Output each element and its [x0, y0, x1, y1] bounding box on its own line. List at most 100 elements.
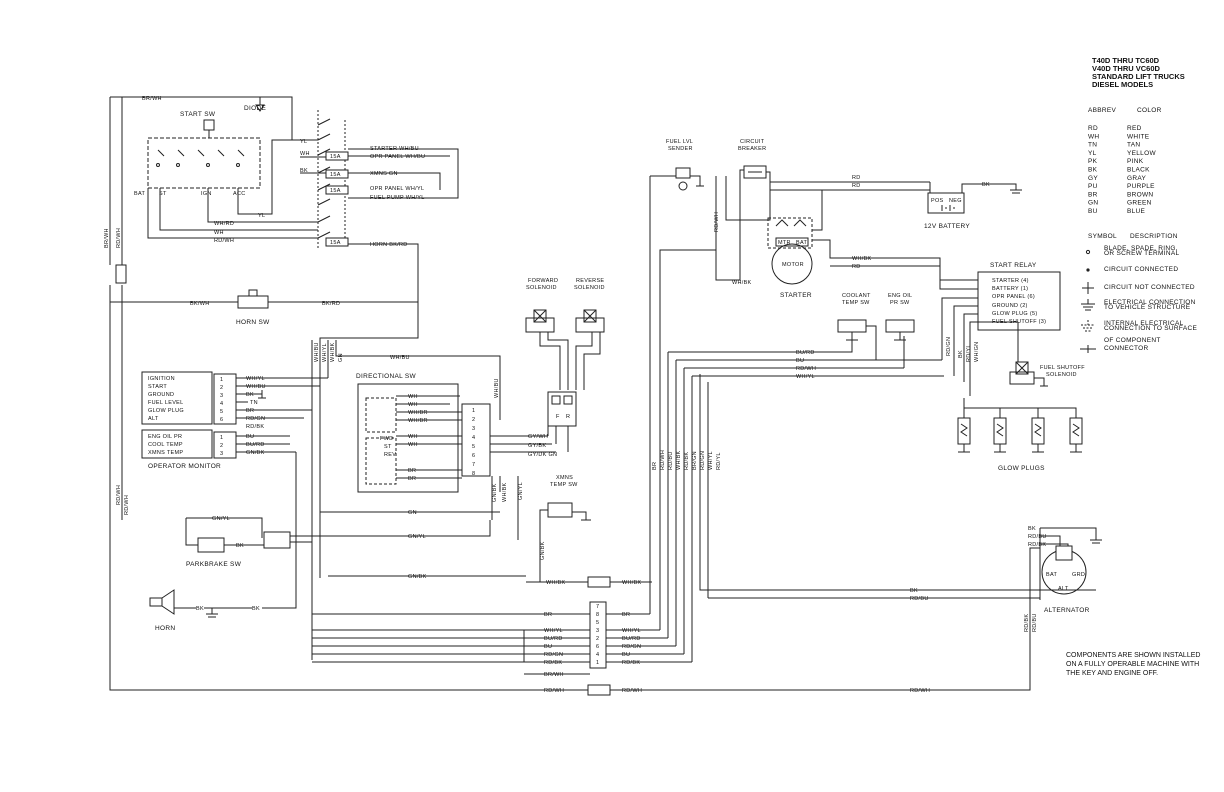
- wire-starter-opr-loop: [348, 148, 459, 199]
- symbol-description-line-1: ELECTRICAL CONNECTION: [1104, 299, 1196, 306]
- abbrev-color-name: PURPLE: [1127, 183, 1155, 190]
- eng-oil-pr-sw-body: [885, 319, 915, 333]
- wire-xmns-gn: [348, 172, 441, 190]
- parkbrake-switch-body: [197, 537, 225, 553]
- alternator-connector: [1055, 545, 1073, 561]
- opr-wire-bk: BK: [246, 392, 254, 398]
- mc-pin-8: 1: [596, 660, 599, 666]
- directional-rev: REV: [384, 452, 396, 458]
- breaker-battery-wires: [725, 171, 930, 221]
- glow-plug-bus: [963, 398, 1077, 418]
- harness-v-label-rd-yl: RD/YL: [716, 452, 722, 470]
- dir-pin-8: 8: [472, 471, 475, 477]
- alternator-short-label: ALT: [1058, 586, 1069, 592]
- xmns-temp-sw-label-1: XMNS: [556, 475, 573, 481]
- wire-bk-horn-right: [204, 452, 297, 609]
- fuse-block-guides: [317, 110, 346, 250]
- battery-label: 12V BATTERY: [924, 223, 970, 230]
- reverse-solenoid-label-2: SOLENOID: [574, 285, 605, 291]
- alternator: BAT GRD ALT BK RD/BU RD/BK RD/BK RD/BU A…: [1024, 526, 1102, 632]
- alt-wire-rd-bk-vertical: RD/BK: [1024, 614, 1030, 632]
- start-switch-key: [203, 119, 215, 131]
- fuse-4: [325, 237, 349, 247]
- alternator-wires: [1040, 527, 1102, 546]
- wire-label-rd-wh-vertical: RD/WH: [116, 228, 122, 248]
- opr-pin-number-6: 6: [220, 417, 223, 423]
- harness-sensor-wires: [668, 330, 944, 377]
- relay-pin-opr-panel: OPR PANEL (6): [992, 294, 1035, 300]
- wire-label-rd-wh-bottom-left: RD/WH: [544, 688, 564, 694]
- harness-v-label-rd-wh: RD/WH: [660, 450, 666, 470]
- abbrev-color-name: GRAY: [1127, 175, 1147, 182]
- starter-motor-circle: [771, 243, 813, 285]
- alt-wire-bk: BK: [1028, 526, 1036, 532]
- abbrev-code: GY: [1088, 175, 1098, 182]
- mc-left-label-wh-yl: WH/YL: [544, 628, 563, 634]
- relay-wire-label-rd-gn: RD/GN: [946, 337, 952, 356]
- installation-note: COMPONENTS ARE SHOWN INSTALLED ON A FULL…: [1066, 652, 1201, 677]
- fuse-3-rating: 15A: [330, 188, 341, 194]
- wire-label-wh-bu-directional: WH/BU: [390, 355, 410, 361]
- mc-left-label-bu-rd: BU/RD: [544, 636, 563, 642]
- symbol-description-line-1: CONNECTOR: [1104, 345, 1148, 352]
- mc-pin-6: 6: [596, 644, 599, 650]
- coolant-temp-sw-label-2: TEMP SW: [842, 300, 870, 306]
- dir-pin-3: 3: [472, 426, 475, 432]
- forward-solenoid-label-2: SOLENOID: [526, 285, 557, 291]
- wire-label-wh-bk-right: WH/BK: [622, 580, 642, 586]
- fuel-shutoff-label-1: FUEL SHUTOFF: [1040, 365, 1085, 371]
- mc-pin-5: 2: [596, 636, 599, 642]
- connector-wh-bk: [587, 576, 611, 588]
- start-switch-area: BR/WH DIODE START SW BAT ST IGN ACC RD/W…: [104, 96, 318, 284]
- dir-wire-br-1: BR: [408, 468, 416, 474]
- operator-monitor-label: OPERATOR MONITOR: [148, 463, 221, 470]
- symbol-legend-icons: [1080, 249, 1096, 353]
- eng-oil-pr-sw-label-2: PR SW: [890, 300, 910, 306]
- wire-label-gn-yl-harness: GN/YL: [408, 534, 426, 540]
- solenoid-terminal-r: R: [566, 414, 570, 420]
- opr-wire-rd-gn: RD/GN: [246, 416, 265, 422]
- forward-solenoid-label-1: FORWARD: [528, 278, 558, 284]
- mc-pin-4: 3: [596, 628, 599, 634]
- harness-label-wh-bk: WH/BK: [330, 342, 336, 362]
- solenoid-connector-pins: [551, 395, 573, 405]
- symbol-description-line-2: TO VEHICLE STRUCTURE: [1104, 304, 1191, 311]
- fuel-lvl-sender-label-1: FUEL LVL: [666, 139, 693, 145]
- diode-symbol: [255, 97, 265, 112]
- description-header: DESCRIPTION: [1130, 233, 1178, 240]
- xmns-temp-sw-body: [547, 502, 573, 518]
- fuse-block-switches: [317, 118, 331, 239]
- wire-label-wh-bk-starter: WH/BK: [852, 256, 872, 262]
- opr-wire-gn-bk: GN/BK: [246, 450, 265, 456]
- opr-monitor-wires: [236, 377, 328, 453]
- start-sw-terminal-ign: IGN: [201, 191, 212, 197]
- starter-solenoid-contacts: [775, 219, 807, 227]
- dir-wire-wh-1: WH: [408, 394, 418, 400]
- dir-wire-wh-br-2: WH/BR: [408, 418, 428, 424]
- start-sw-term-st: [176, 163, 180, 167]
- symbol-description-line-1: CIRCUIT NOT CONNECTED: [1104, 284, 1195, 291]
- mc-pin-1: 7: [596, 604, 599, 610]
- directional-lower-wires: [491, 476, 519, 540]
- wire-label-rd-1: RD: [852, 175, 861, 181]
- xmns-temp-sw-ground: [572, 511, 591, 521]
- battery-terminal-neg: NEG: [949, 198, 962, 204]
- abbrev-color-name: BLACK: [1127, 167, 1150, 174]
- wire-gn-yl-harness: [290, 520, 491, 537]
- dir-wire-wh-3: WH: [408, 434, 418, 440]
- symbol-table: SYMBOL DESCRIPTION BLADE, SPADE, RING,OR…: [1080, 233, 1197, 353]
- directional-sw-label: DIRECTIONAL SW: [356, 373, 417, 380]
- directional-st: ST: [384, 444, 392, 450]
- alt-wire-rd-bu: RD/BU: [1028, 534, 1047, 540]
- parkbrake-sw-label: PARKBRAKE SW: [186, 561, 242, 568]
- abbrev-color-name: TAN: [1127, 142, 1140, 149]
- fuse-circuit-opr-panel-wh-yl: OPR PANEL WH/YL: [370, 186, 424, 192]
- coolant-temp-sw-body: [837, 319, 867, 333]
- start-relay-body: [977, 271, 1061, 331]
- harness-v-label-rd-bk: RD/BK: [684, 452, 690, 470]
- wire-label-wh-bu-directional-vertical: WH/BU: [494, 378, 500, 398]
- solenoid-terminal-f: F: [556, 414, 560, 420]
- wire-wh-start: [159, 188, 318, 231]
- wire-label-bk-parkbrake: BK: [236, 543, 244, 549]
- directional-switch: DIRECTIONAL SW FWD ST REV WH WH WH/BR WH…: [356, 373, 557, 540]
